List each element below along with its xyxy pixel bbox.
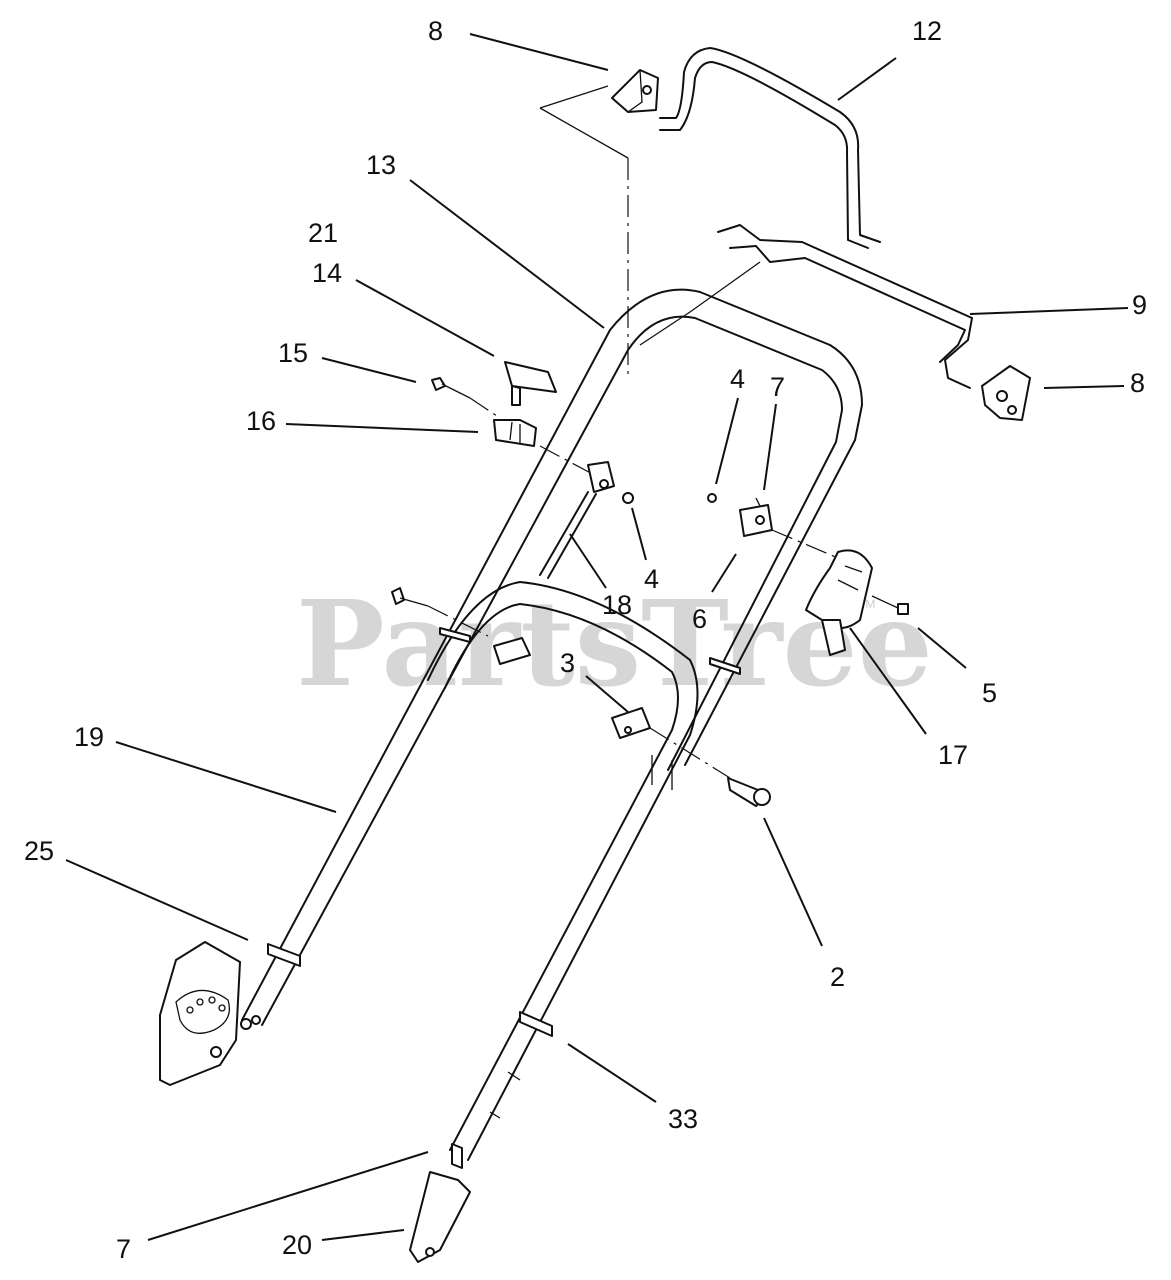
lower-hardware	[391, 587, 771, 807]
mounting-bracket	[159, 941, 301, 1086]
callout-21: 21	[308, 218, 338, 248]
callout-7-lower: 7	[116, 1234, 131, 1264]
callout-13: 13	[366, 150, 396, 180]
callout-20: 20	[282, 1230, 312, 1260]
callout-9: 9	[1132, 290, 1147, 320]
bracket-plate-outline	[539, 85, 629, 159]
callout-17: 17	[938, 740, 968, 770]
callout-8-top: 8	[428, 16, 443, 46]
knob-assembly	[431, 361, 601, 479]
lower-handle	[427, 581, 699, 1161]
callout-2: 2	[830, 962, 845, 992]
spacer-33	[519, 1011, 553, 1037]
upper-handle	[241, 288, 863, 1026]
right-clamp	[707, 493, 839, 559]
callout-7-upper: 7	[770, 372, 785, 402]
left-clamp	[587, 461, 634, 504]
callout-15: 15	[278, 338, 308, 368]
callout-19: 19	[74, 722, 104, 752]
callout-labels: 8 12 13 21 14 15 16 9 8 4 7 4 18 6 3 5 1…	[24, 16, 1147, 1264]
handle-foot	[409, 1143, 471, 1263]
callout-16: 16	[246, 406, 276, 436]
callout-12: 12	[912, 16, 942, 46]
callout-4-upper: 4	[730, 364, 745, 394]
callout-14: 14	[312, 258, 342, 288]
adjust-knob	[805, 549, 909, 656]
callout-25: 25	[24, 836, 54, 866]
bracket-right	[981, 365, 1031, 421]
callout-33: 33	[668, 1104, 698, 1134]
callout-5: 5	[982, 678, 997, 708]
callout-18: 18	[602, 590, 632, 620]
callout-6: 6	[692, 604, 707, 634]
bracket-top	[611, 69, 659, 113]
control-rod	[639, 224, 973, 389]
leader-lines	[65, 33, 1129, 1241]
callout-8-right: 8	[1130, 368, 1145, 398]
bail-bar	[659, 47, 881, 249]
cable	[539, 491, 597, 579]
callout-4-lower: 4	[644, 564, 659, 594]
callout-3: 3	[560, 648, 575, 678]
